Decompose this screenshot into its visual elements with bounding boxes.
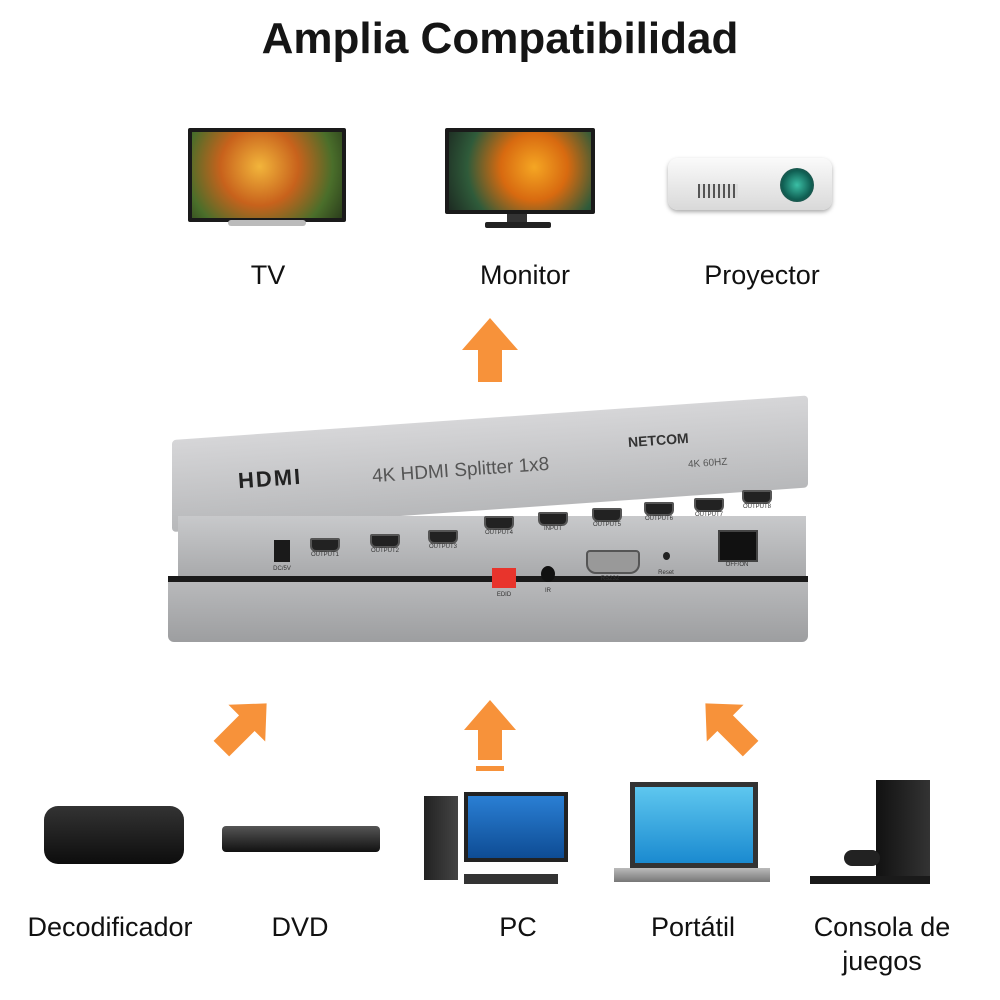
output-label-projector: Proyector	[704, 260, 820, 290]
projector-icon	[668, 148, 836, 218]
hdmi-port-output3	[428, 530, 458, 544]
hdmi-port-output6	[644, 502, 674, 516]
dc-label: DC/5V	[273, 566, 291, 572]
dc-power-jack	[274, 540, 290, 562]
ir-label: IR	[545, 588, 551, 594]
set-top-box-icon	[44, 806, 184, 864]
desktop-pc-icon	[420, 792, 590, 892]
page-title: Amplia Compatibilidad	[261, 14, 739, 63]
source-label-decodificador: Decodificador	[27, 912, 193, 942]
port-label: INPUT	[544, 526, 562, 532]
port-label: OUTPUT2	[370, 548, 399, 554]
port-label: OUTPUT5	[592, 522, 621, 528]
source-label-consola-line1: Consola de	[813, 912, 951, 942]
edid-label: EDID	[496, 592, 512, 598]
port-label: OUTPUT1	[310, 552, 339, 558]
arrow-up-icon	[462, 318, 518, 382]
hdmi-logo: HDMI	[237, 463, 303, 494]
source-label-dvd: DVD	[271, 912, 329, 942]
source-label-pc: PC	[499, 912, 537, 942]
reset-button[interactable]	[663, 552, 670, 560]
hdmi-port-output5	[592, 508, 622, 522]
edid-dip-switch	[492, 568, 516, 588]
source-label-consola: Consola de juegos	[772, 910, 992, 978]
arrow-up-icon-pc	[464, 700, 516, 771]
output-label-monitor: Monitor	[479, 260, 571, 290]
port-label: OUTPUT6	[644, 516, 673, 522]
port-label: OUTPUT8	[742, 504, 771, 510]
tv-icon	[188, 128, 348, 233]
port-label: OUTPUT7	[694, 512, 723, 518]
hdmi-port-output2	[370, 534, 400, 548]
rs232-port	[586, 550, 640, 574]
arrow-up-right-icon	[213, 703, 267, 757]
reset-label: Reset	[658, 570, 674, 576]
port-label: OUTPUT4	[484, 530, 513, 536]
source-label-consola-line2: juegos	[842, 946, 922, 976]
port-label: OUTPUT3	[428, 544, 457, 550]
monitor-icon	[445, 128, 597, 233]
source-label-portatil: Portátil	[650, 912, 736, 942]
dvd-player-icon	[222, 826, 380, 852]
power-label: OFF/ON	[725, 562, 749, 568]
output-label-tv: TV	[250, 260, 286, 290]
arrow-up-left-icon	[705, 703, 759, 757]
hdmi-port-output8	[742, 490, 772, 504]
hdmi-port-output4	[484, 516, 514, 530]
game-console-icon	[810, 780, 940, 890]
laptop-icon	[614, 782, 770, 888]
hdmi-port-output7	[694, 498, 724, 512]
hdmi-port-output1	[310, 538, 340, 552]
ir-port	[541, 566, 555, 582]
hdmi-port-input	[538, 512, 568, 526]
power-switch[interactable]	[718, 530, 758, 562]
rs232-label: RS232	[600, 576, 620, 582]
